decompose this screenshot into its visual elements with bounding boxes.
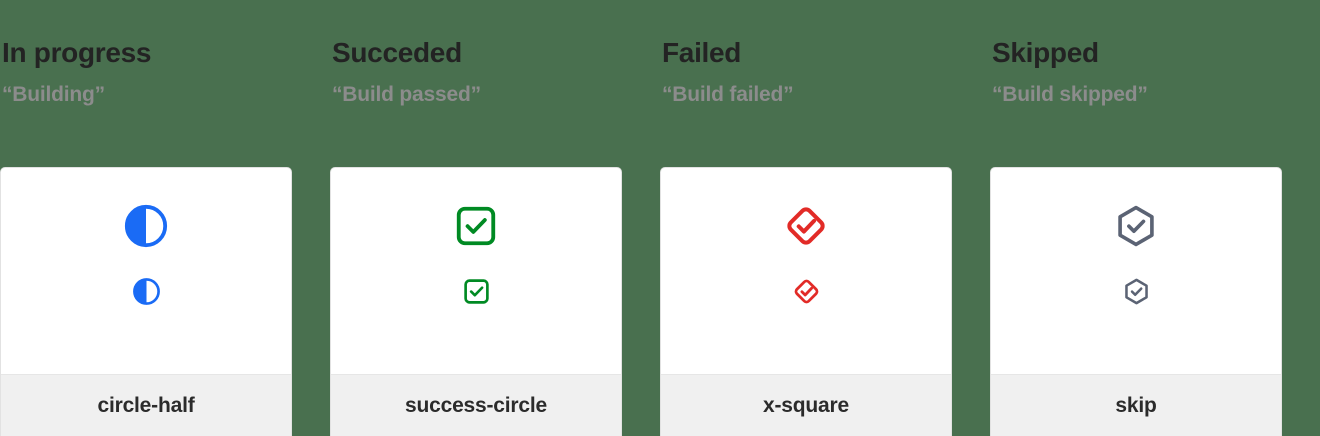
skip-icon-small bbox=[1121, 276, 1151, 306]
card-icon-area bbox=[991, 168, 1281, 374]
column-heading: Skipped bbox=[992, 37, 1099, 68]
status-column-succeded: Succeded “Build passed” succes bbox=[330, 0, 660, 436]
skip-icon bbox=[1112, 202, 1160, 250]
success-circle-icon bbox=[452, 202, 500, 250]
card-footer: circle-half bbox=[1, 374, 291, 436]
status-column-skipped: Skipped “Build skipped” skip bbox=[990, 0, 1320, 436]
column-heading: Failed bbox=[662, 37, 742, 68]
card-footer: x-square bbox=[661, 374, 951, 436]
icon-name-label: skip bbox=[1115, 393, 1157, 417]
card-footer: success-circle bbox=[331, 374, 621, 436]
icon-name-label: circle-half bbox=[97, 393, 195, 417]
icon-name-label: success-circle bbox=[405, 393, 547, 417]
column-subtitle: “Build failed” bbox=[662, 82, 794, 106]
column-heading: Succeded bbox=[332, 37, 462, 68]
x-square-icon bbox=[782, 202, 830, 250]
card-icon-area bbox=[331, 168, 621, 374]
success-circle-icon-small bbox=[461, 276, 491, 306]
status-column-in-progress: In progress “Building” circle- bbox=[0, 0, 330, 436]
column-heading: In progress bbox=[2, 37, 152, 68]
icon-card-skip[interactable]: skip bbox=[990, 167, 1282, 436]
icon-card-success-circle[interactable]: success-circle bbox=[330, 167, 622, 436]
column-subtitle: “Building” bbox=[2, 82, 105, 106]
circle-half-icon bbox=[122, 202, 170, 250]
column-subtitle: “Build skipped” bbox=[992, 82, 1148, 106]
card-footer: skip bbox=[991, 374, 1281, 436]
status-column-failed: Failed “Build failed” bbox=[660, 0, 990, 436]
icon-name-label: x-square bbox=[763, 393, 849, 417]
card-icon-area bbox=[661, 168, 951, 374]
x-square-icon-small bbox=[791, 276, 821, 306]
icon-card-x-square[interactable]: x-square bbox=[660, 167, 952, 436]
circle-half-icon-small bbox=[131, 276, 161, 306]
column-subtitle: “Build passed” bbox=[332, 82, 481, 106]
icon-card-circle-half[interactable]: circle-half bbox=[0, 167, 292, 436]
card-icon-area bbox=[1, 168, 291, 374]
